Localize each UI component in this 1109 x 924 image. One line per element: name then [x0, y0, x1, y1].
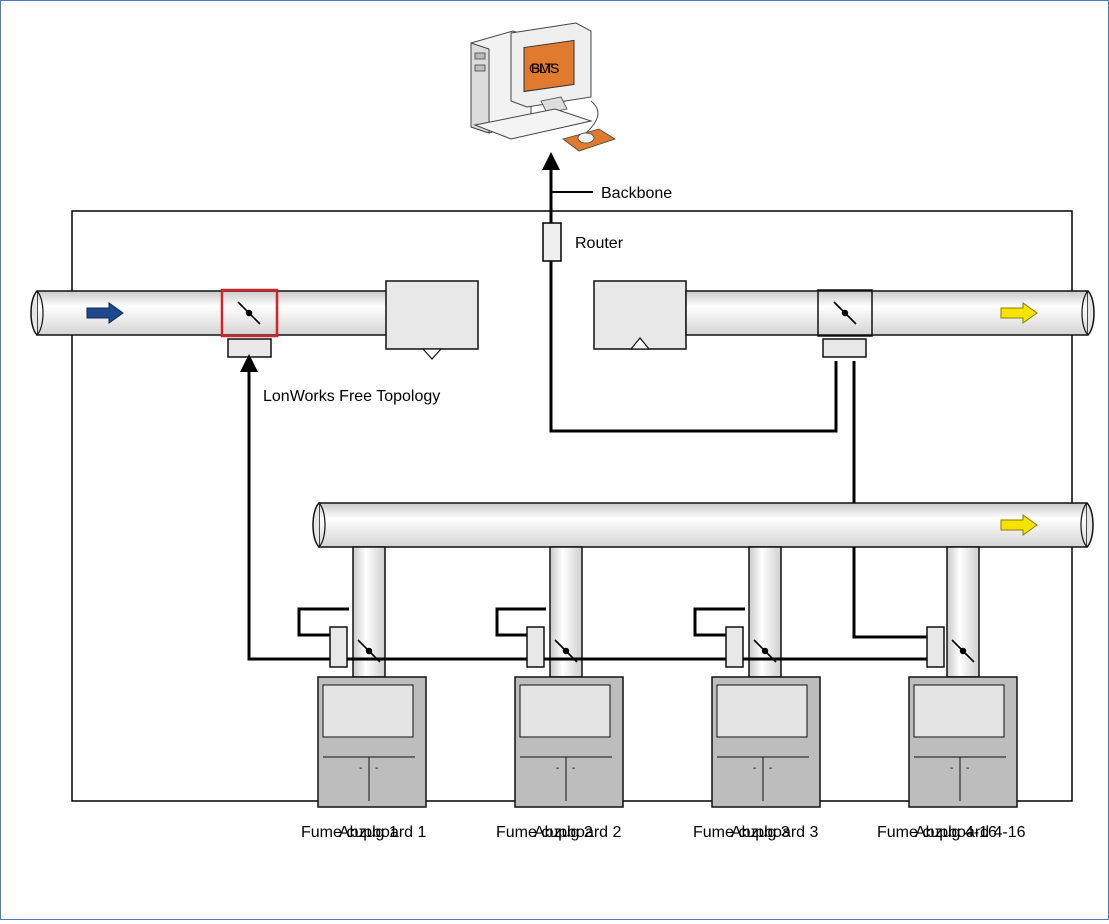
monitor-screen-overlay-text: GLT	[529, 60, 554, 76]
router-to-exhaust-controller-wire	[549, 261, 838, 433]
cupboard-1-label-en: Fume cupboard 1	[301, 824, 427, 841]
computer-workstation-icon: BMS GLT	[470, 22, 616, 152]
svg-text:-: -	[950, 763, 953, 774]
fume-cupboard-1: - -	[317, 546, 427, 808]
controller-to-cupboard4-wire	[852, 547, 931, 639]
cupboard-1-loop-wire	[297, 607, 349, 637]
exhaust-header-duct	[312, 502, 1094, 548]
cupboard-2-label-en: Fume cupboard 2	[496, 824, 622, 841]
svg-text:-: -	[556, 763, 559, 774]
supply-damper-controller	[227, 338, 272, 358]
arrow-right-yellow-icon	[1000, 302, 1038, 324]
supply-box-outlet-marker	[421, 348, 443, 360]
exhaust-damper-controller	[822, 338, 867, 358]
fume-cupboard-2: - -	[514, 546, 624, 808]
cupboard-3-loop-wire	[693, 607, 745, 637]
backbone-label: Backbone	[601, 185, 672, 202]
exhaust-box-inlet-marker	[629, 337, 651, 350]
free-topology-return-wire	[247, 367, 330, 661]
cupboard-2-controller	[526, 626, 545, 668]
cupboard-4-controller	[926, 626, 945, 668]
arrow-right-yellow-icon	[1000, 514, 1038, 536]
supply-air-duct	[30, 290, 388, 336]
svg-text:-: -	[769, 763, 772, 774]
cupboard-3-label-de: Abzug 3	[731, 824, 790, 841]
cupboard-4-label-en: Fume cupboard 4-16	[877, 824, 1026, 841]
svg-text:-: -	[572, 763, 575, 774]
lonworks-free-topology-label: LonWorks Free Topology	[263, 388, 440, 405]
cupboard-1-controller	[329, 626, 348, 668]
svg-text:-: -	[753, 763, 756, 774]
cupboard-3-controller	[725, 626, 744, 668]
supply-air-box	[385, 280, 479, 350]
cupboard-1-label-de: Abzug 1	[339, 824, 398, 841]
fume-cupboard-3: - -	[711, 546, 821, 808]
cupboard-4-label-de: Abzug 4-16	[915, 824, 997, 841]
arrow-right-blue-icon	[86, 302, 124, 324]
exhaust-damper-frame	[817, 289, 873, 337]
monitor-screen-text: BMS	[531, 60, 559, 76]
cupboard-3-label-en: Fume cupboard 3	[693, 824, 819, 841]
fume-cupboard-4-16: - -	[908, 546, 1018, 808]
cupboard-2-loop-wire	[495, 607, 546, 637]
router-label: Router	[575, 235, 624, 252]
svg-text:-: -	[966, 763, 969, 774]
cupboard-2-label-de: Abzug 2	[534, 824, 593, 841]
router-box	[542, 222, 562, 262]
svg-text:-: -	[359, 763, 362, 774]
svg-text:-: -	[375, 763, 378, 774]
supply-damper-highlight	[220, 288, 279, 338]
